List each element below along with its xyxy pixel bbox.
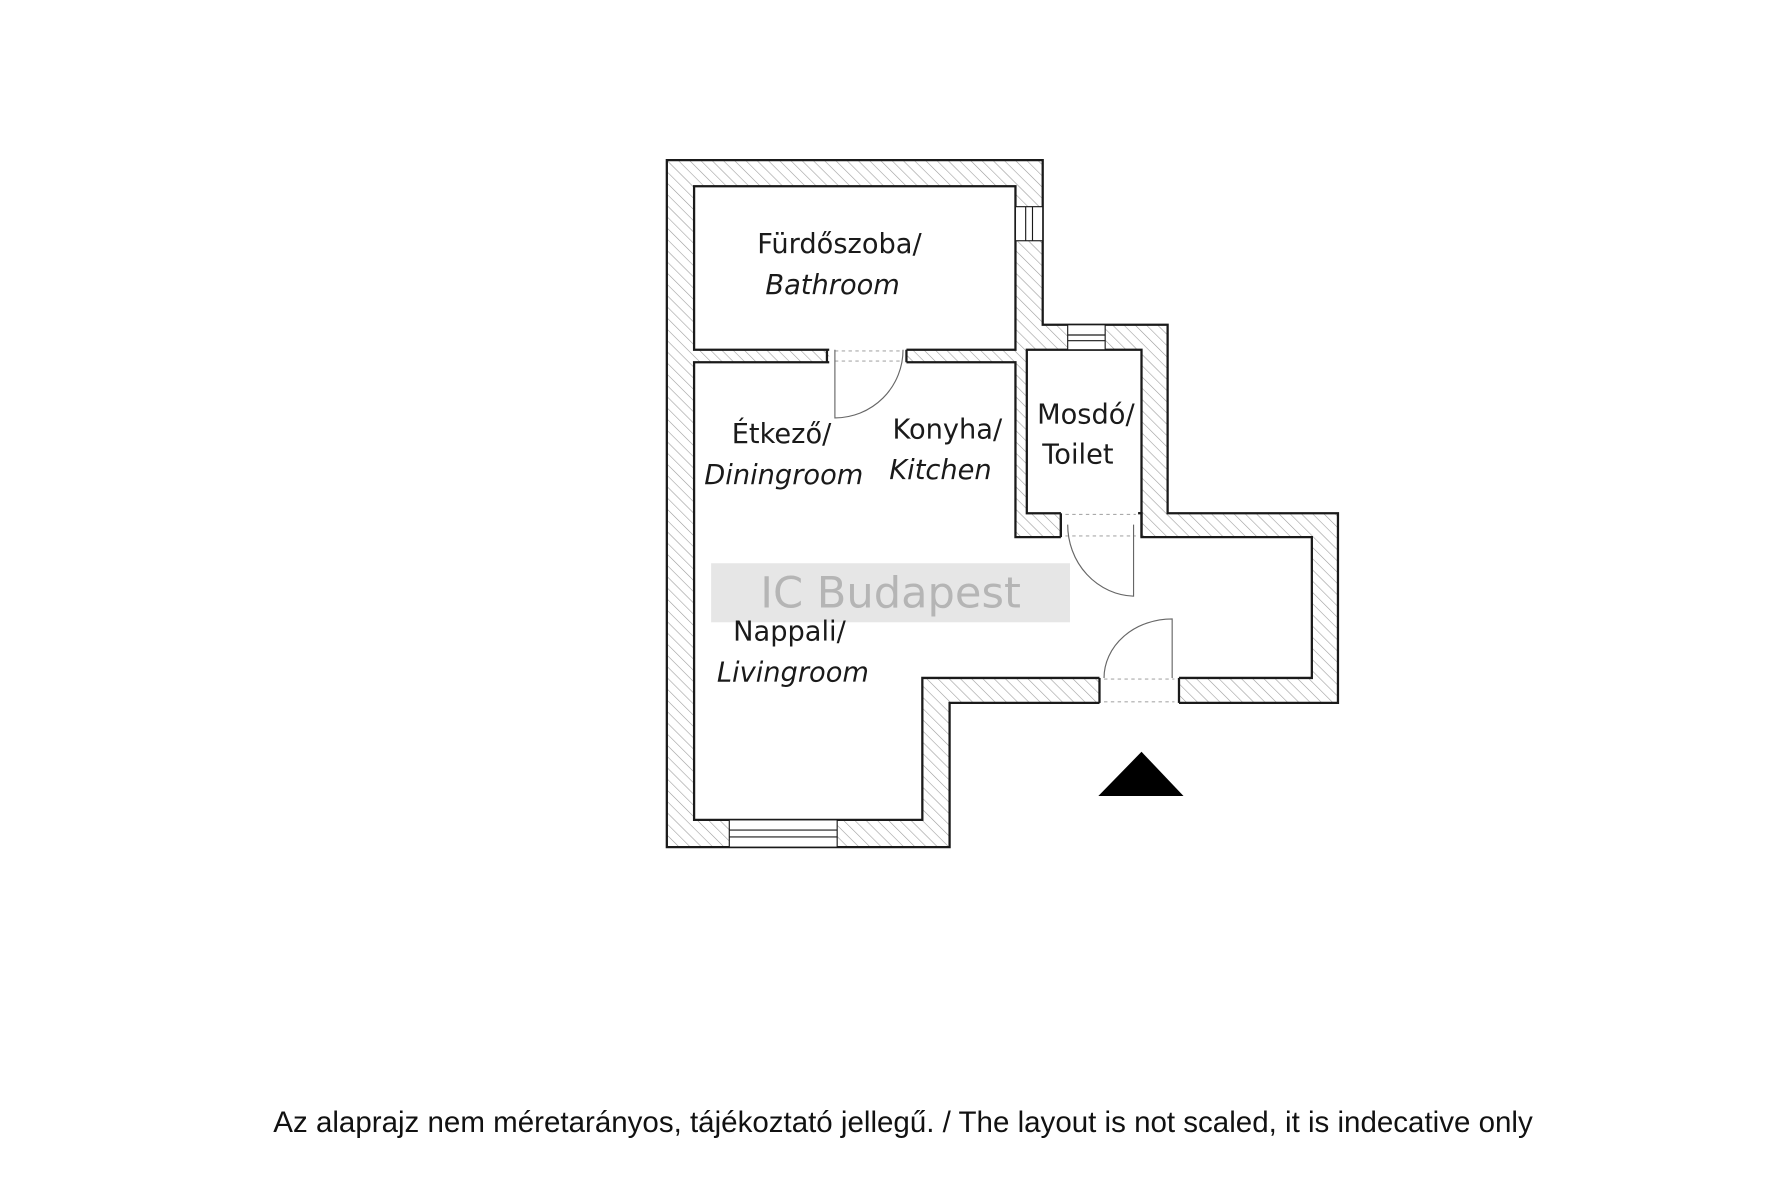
entrance-arrow-icon xyxy=(1098,751,1184,797)
kitchen-label-en: Kitchen xyxy=(889,455,991,486)
door-frames xyxy=(825,349,1181,703)
bathroom-window xyxy=(1014,206,1044,242)
room-toilet xyxy=(1025,348,1143,515)
windows xyxy=(728,206,1106,848)
kitchen-label-hu: Konyha/ xyxy=(892,414,1003,445)
room-bathroom xyxy=(692,185,1017,351)
watermark: IC Budapest xyxy=(711,563,1070,623)
door-swings xyxy=(834,349,1173,678)
dining-label-hu: Étkező/ xyxy=(732,418,832,450)
bathroom-label-en: Bathroom xyxy=(765,270,899,301)
bathroom-door xyxy=(834,349,904,419)
living-label-hu: Nappali/ xyxy=(733,616,847,647)
walls xyxy=(665,158,1340,849)
living-window xyxy=(728,819,838,848)
room-labels: Fürdőszoba/ Bathroom Étkező/ Diningroom … xyxy=(704,229,1135,688)
toilet-door xyxy=(1067,524,1135,597)
entrance-door xyxy=(1103,618,1173,678)
disclaimer-footer: Az alaprajz nem méretarányos, tájékoztat… xyxy=(273,1106,1533,1139)
watermark-text: IC Budapest xyxy=(760,569,1021,619)
dining-label-en: Diningroom xyxy=(704,460,863,491)
toilet-label-hu: Mosdó/ xyxy=(1037,400,1135,431)
door-openings xyxy=(829,347,1179,706)
toilet-window xyxy=(1067,324,1106,351)
toilet-label-en: Toilet xyxy=(1041,439,1114,470)
living-label-en: Livingroom xyxy=(717,657,869,688)
bathroom-label-hu: Fürdőszoba/ xyxy=(757,229,922,260)
